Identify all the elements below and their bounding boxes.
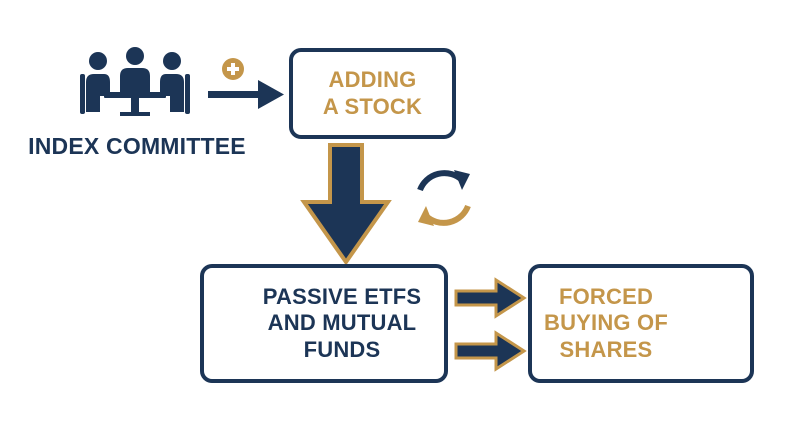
arrow-down-to-funds [300, 143, 392, 266]
forced-buying-box: FORCED BUYING OF SHARES [528, 264, 754, 383]
meeting-people-icon [80, 47, 190, 116]
arrow-funds-to-buying-top [454, 277, 527, 319]
committee-label: INDEX COMMITTEE [28, 133, 246, 159]
arrow-committee-to-adding [208, 80, 284, 109]
adding-stock-label: ADDING A STOCK [322, 67, 423, 119]
plus-circle-icon [222, 58, 244, 80]
refresh-cycle-icon [417, 170, 471, 226]
passive-funds-label: PASSIVE ETFS AND MUTUAL FUNDS [262, 283, 422, 362]
forced-buying-label: FORCED BUYING OF SHARES [543, 283, 669, 362]
adding-stock-box: ADDING A STOCK [289, 48, 456, 139]
arrow-funds-to-buying-bottom [454, 330, 527, 372]
passive-funds-box: PASSIVE ETFS AND MUTUAL FUNDS [200, 264, 448, 383]
